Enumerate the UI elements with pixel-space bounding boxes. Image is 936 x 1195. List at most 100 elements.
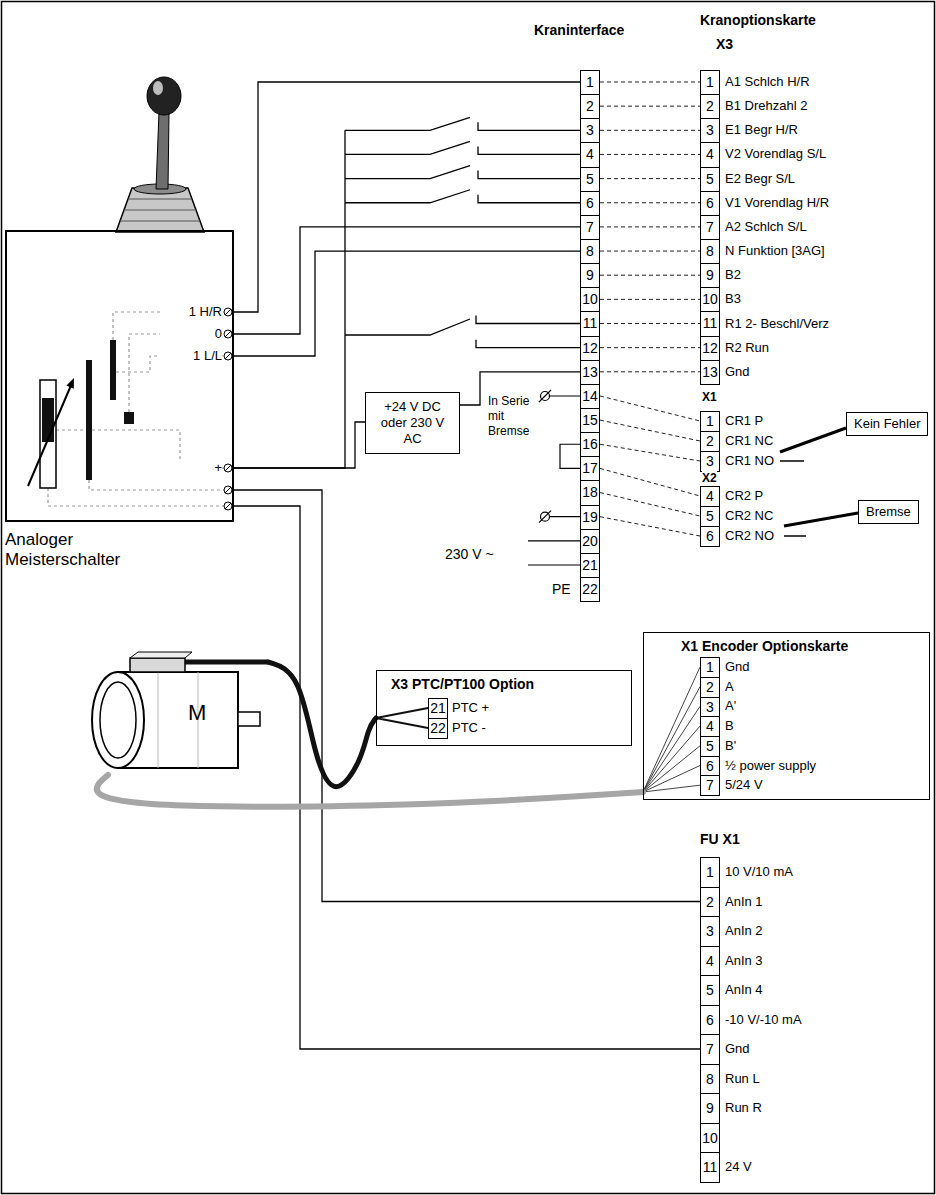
label-text: 7 bbox=[706, 777, 714, 793]
label-text: 20 bbox=[582, 533, 598, 549]
screw-terminal bbox=[224, 502, 232, 510]
label-text: 6 bbox=[706, 528, 714, 544]
dashed-link bbox=[600, 347, 700, 348]
node-heading: Kraninterface bbox=[534, 22, 624, 38]
text-slot: X3 PTC/PT100 Option bbox=[391, 676, 617, 693]
text-slot: Bremse bbox=[866, 504, 911, 520]
dashed-link bbox=[600, 275, 700, 276]
signal-name: B1 Drehzahl 2 bbox=[725, 97, 807, 115]
master-switch-housing: Analoger Meisterschalter bbox=[5, 230, 234, 522]
label-text: In Serie mit Bremse bbox=[488, 394, 529, 438]
cable-fork bbox=[376, 708, 428, 728]
terminal-number: 1 bbox=[700, 857, 720, 888]
signal-name: Gnd bbox=[725, 658, 750, 676]
terminal-number: 4 bbox=[580, 142, 600, 167]
label-text: 7 bbox=[706, 219, 714, 235]
label-text: X1 bbox=[702, 390, 717, 404]
screw-terminal bbox=[224, 330, 232, 338]
encoder-fan bbox=[643, 667, 700, 792]
label-text: 21 bbox=[582, 557, 598, 573]
signal-name: B3 bbox=[725, 290, 741, 308]
terminal-strip: KranoptionskarteX3 bbox=[700, 70, 720, 546]
signal-name: R2 Run bbox=[725, 339, 769, 357]
dashed-link bbox=[600, 371, 700, 372]
wire bbox=[234, 227, 580, 334]
label-text: 7 bbox=[706, 1041, 714, 1057]
relay-contact bbox=[780, 428, 846, 452]
heading-slot: Kraninterface bbox=[534, 22, 624, 38]
dashed-link bbox=[600, 420, 700, 441]
terminal-wire bbox=[539, 511, 580, 523]
signal-name: A1 Schlch H/R bbox=[725, 73, 810, 91]
terminal-number: 6 bbox=[700, 526, 720, 547]
terminal-number: 2 bbox=[700, 431, 720, 452]
terminal-number: 7 bbox=[580, 215, 600, 240]
terminal-number: 6 bbox=[700, 1005, 720, 1036]
label-text: N Funktion [3AG] bbox=[725, 243, 825, 258]
label-text: 5 bbox=[586, 171, 594, 187]
label-text: 5 bbox=[706, 738, 714, 754]
signal-name: PTC - bbox=[452, 719, 486, 737]
signal-name: E2 Begr S/L bbox=[725, 170, 795, 188]
label-text: Gnd bbox=[725, 364, 750, 379]
label-text: 24 V bbox=[725, 1159, 752, 1174]
terminal-number: 15 bbox=[580, 408, 600, 433]
label-text: AnIn 2 bbox=[725, 923, 763, 938]
label-text: Run L bbox=[725, 1071, 760, 1086]
terminal-wire bbox=[539, 390, 580, 402]
terminal-number: 3 bbox=[700, 118, 720, 143]
node-text: Kein Fehler bbox=[854, 416, 920, 431]
label-text: 8 bbox=[706, 243, 714, 259]
connector-name: X1 bbox=[702, 390, 717, 405]
label-text: Gnd bbox=[725, 1041, 750, 1056]
terminal-number: 5 bbox=[700, 975, 720, 1006]
terminal-number: 3 bbox=[580, 118, 600, 143]
terminal-number: 21 bbox=[428, 698, 448, 719]
relay-contact bbox=[784, 513, 858, 526]
wire bbox=[460, 372, 580, 405]
label-text: ½ power supply bbox=[725, 758, 816, 773]
node-heading: Kranoptionskarte bbox=[700, 12, 816, 28]
label-text: 4 bbox=[706, 718, 714, 734]
terminal-number: 3 bbox=[700, 697, 720, 718]
signal-name: AnIn 3 bbox=[725, 952, 763, 970]
terminal-number: 13 bbox=[580, 360, 600, 385]
terminal-number: 6 bbox=[700, 191, 720, 216]
terminal-number: 4 bbox=[700, 486, 720, 507]
signal-name: V1 Vorendlag H/R bbox=[725, 194, 829, 212]
text-slot: X1 Encoder Optionskarte bbox=[681, 638, 921, 655]
label-text: 2 bbox=[706, 894, 714, 910]
motor-drawing bbox=[88, 650, 268, 775]
terminal-number: 22 bbox=[428, 718, 448, 739]
label-text: 3 bbox=[706, 453, 714, 469]
label-text: 8 bbox=[586, 243, 594, 259]
label-text: -10 V/-10 mA bbox=[725, 1012, 802, 1027]
signal-name: V2 Vorendlag S/L bbox=[725, 145, 826, 163]
label-text: V1 Vorendlag H/R bbox=[725, 195, 829, 210]
label-text: CR2 NO bbox=[725, 528, 774, 543]
label-text: 4 bbox=[706, 146, 714, 162]
label-text: 4 bbox=[706, 488, 714, 504]
knob-highlight bbox=[153, 81, 163, 95]
signal-name: B' bbox=[725, 737, 736, 755]
motor-body bbox=[118, 672, 238, 768]
label-text: 10 bbox=[702, 291, 718, 307]
terminal-number: 10 bbox=[580, 287, 600, 312]
label-text: 3 bbox=[706, 122, 714, 138]
signal-name: B2 bbox=[725, 266, 741, 284]
label-text: 13 bbox=[702, 364, 718, 380]
label-text: 14 bbox=[582, 388, 598, 404]
signal-name: E1 Begr H/R bbox=[725, 121, 798, 139]
label-text: 10 bbox=[582, 291, 598, 307]
label-text: CR2 P bbox=[725, 488, 763, 503]
node-heading: FU X1 bbox=[700, 831, 740, 847]
label-text: 9 bbox=[586, 267, 594, 283]
label-text: 4 bbox=[586, 146, 594, 162]
signal-name: CR1 NC bbox=[725, 432, 773, 450]
wire bbox=[234, 117, 580, 468]
relay-stub bbox=[784, 535, 806, 537]
label-text: A bbox=[725, 679, 734, 694]
dashed-link bbox=[600, 106, 700, 107]
